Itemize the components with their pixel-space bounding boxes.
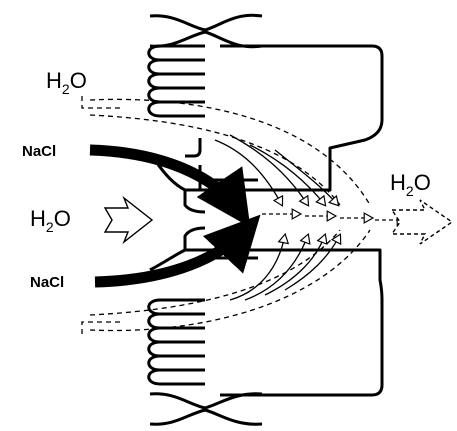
- water-label-middle-left: H2O: [30, 206, 71, 235]
- water-label-right: H2O: [390, 170, 431, 199]
- lower-cell-outline: [200, 248, 384, 397]
- upper-cell: [147, 13, 384, 192]
- salt-upper-arrow: [89, 144, 251, 228]
- salt-lower-arrow: [94, 214, 261, 288]
- water-label-top-left: H2O: [46, 68, 87, 97]
- water-entry-big-arrow: [103, 195, 154, 245]
- salt-label-lower: NaCl: [30, 274, 64, 291]
- water-exit-big-arrow: [390, 199, 454, 245]
- upper-microvilli: [147, 44, 205, 118]
- water-entry-arrows: [214, 134, 340, 301]
- water-exit-arrows: [262, 214, 405, 220]
- upper-cell-outline: [198, 44, 384, 192]
- lower-cell: [147, 248, 384, 426]
- salt-flow-arrows: [89, 144, 261, 288]
- lower-tight-junction: [149, 408, 263, 426]
- upper-tight-junction: [149, 13, 263, 32]
- lower-microvilli: [147, 298, 205, 386]
- salt-label-upper: NaCl: [22, 143, 56, 160]
